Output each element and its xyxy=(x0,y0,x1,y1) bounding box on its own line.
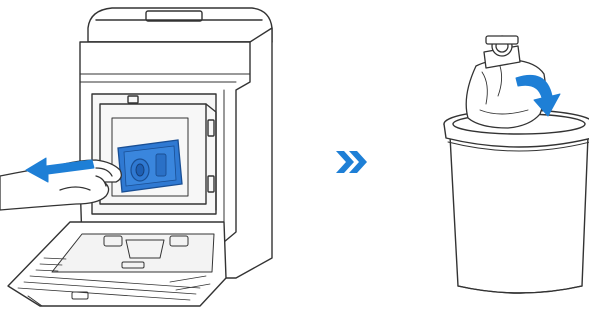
next-step-chevrons-icon xyxy=(336,151,367,173)
dust-bag-handle xyxy=(118,140,182,192)
station-base xyxy=(8,222,226,306)
trash-bin xyxy=(444,110,589,293)
station-lid xyxy=(88,8,272,42)
